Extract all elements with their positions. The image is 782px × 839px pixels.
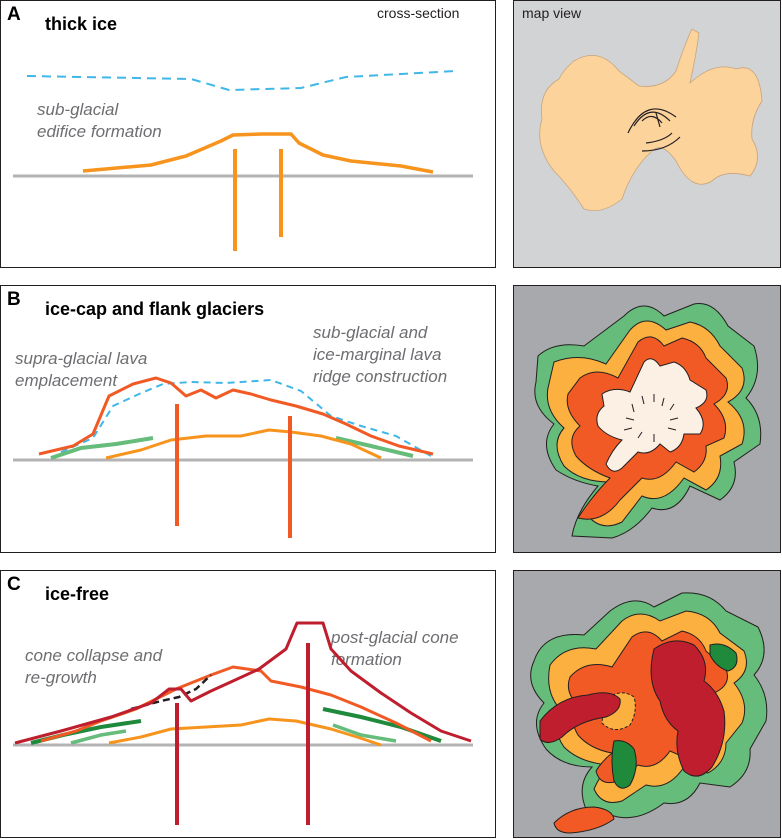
- ridge-hachures: [623, 394, 679, 442]
- panel-title: ice-free: [45, 584, 110, 604]
- panel-letter: C: [7, 574, 21, 595]
- cross-section-header: cross-section: [377, 5, 460, 21]
- dark-green-lava-flow: [322, 707, 442, 743]
- green-lava-flow: [332, 723, 397, 743]
- panel-title: ice-cap and flank glaciers: [45, 299, 265, 319]
- panel-a-cross-section: A thick ice cross-section sub-glacial ed…: [0, 0, 496, 268]
- postglacial-cone-flow: [539, 692, 621, 743]
- map-view-header: map view: [522, 5, 582, 21]
- panel-a-map-view: map view: [513, 0, 781, 268]
- annotation-supraglacial: supra-glacial lava emplacement: [15, 349, 148, 390]
- annotation-postglacial-cone: post-glacial cone formation: [331, 628, 459, 669]
- dark-green-lava-flow: [611, 740, 637, 789]
- lava-cap-profile: [38, 376, 434, 456]
- map-view-c-drawing: [530, 592, 768, 834]
- cross-section-b-drawing: [13, 376, 473, 538]
- map-view-a-drawing: [539, 28, 763, 212]
- postglacial-cone-flow: [650, 640, 726, 777]
- ice-surface-line: [26, 70, 457, 92]
- panel-title: thick ice: [45, 14, 118, 34]
- subglacial-edifice: [105, 428, 382, 460]
- panel-c-map-view: [513, 570, 781, 838]
- panel-b-map-view: [513, 285, 781, 553]
- panel-b-cross-section: B ice-cap and flank glaciers supra-glaci…: [0, 285, 496, 553]
- annotation-cone-collapse: cone collapse and re-growth: [25, 646, 163, 687]
- annotation-ridge-construction: sub-glacial and ice-marginal lava ridge …: [313, 323, 448, 386]
- annotation-subglacial: sub-glacial edifice formation: [37, 100, 162, 141]
- collapse-scar: [130, 674, 212, 711]
- edifice-outline: [539, 28, 763, 212]
- cross-section-a-drawing: [13, 70, 473, 251]
- cross-section-c-drawing: [13, 621, 473, 825]
- green-lava-flow: [50, 436, 154, 460]
- distal-lava-flow: [553, 806, 615, 834]
- postglacial-cone-profile: [14, 621, 472, 745]
- dark-green-lava-flow: [709, 643, 738, 672]
- ice-surface-line: [60, 378, 432, 457]
- panel-letter: B: [7, 289, 21, 310]
- map-view-b-drawing: [534, 302, 762, 539]
- subglacial-edifice: [108, 717, 382, 747]
- green-lava-flow: [70, 729, 127, 745]
- green-lava-flow: [335, 436, 414, 458]
- edifice-profile: [82, 132, 434, 174]
- panel-c-cross-section: C ice-free cone collapse and re-growth p…: [0, 570, 496, 838]
- vent-arcs: [627, 108, 681, 152]
- panel-letter: A: [7, 4, 21, 25]
- ice-cap-core: [596, 358, 708, 472]
